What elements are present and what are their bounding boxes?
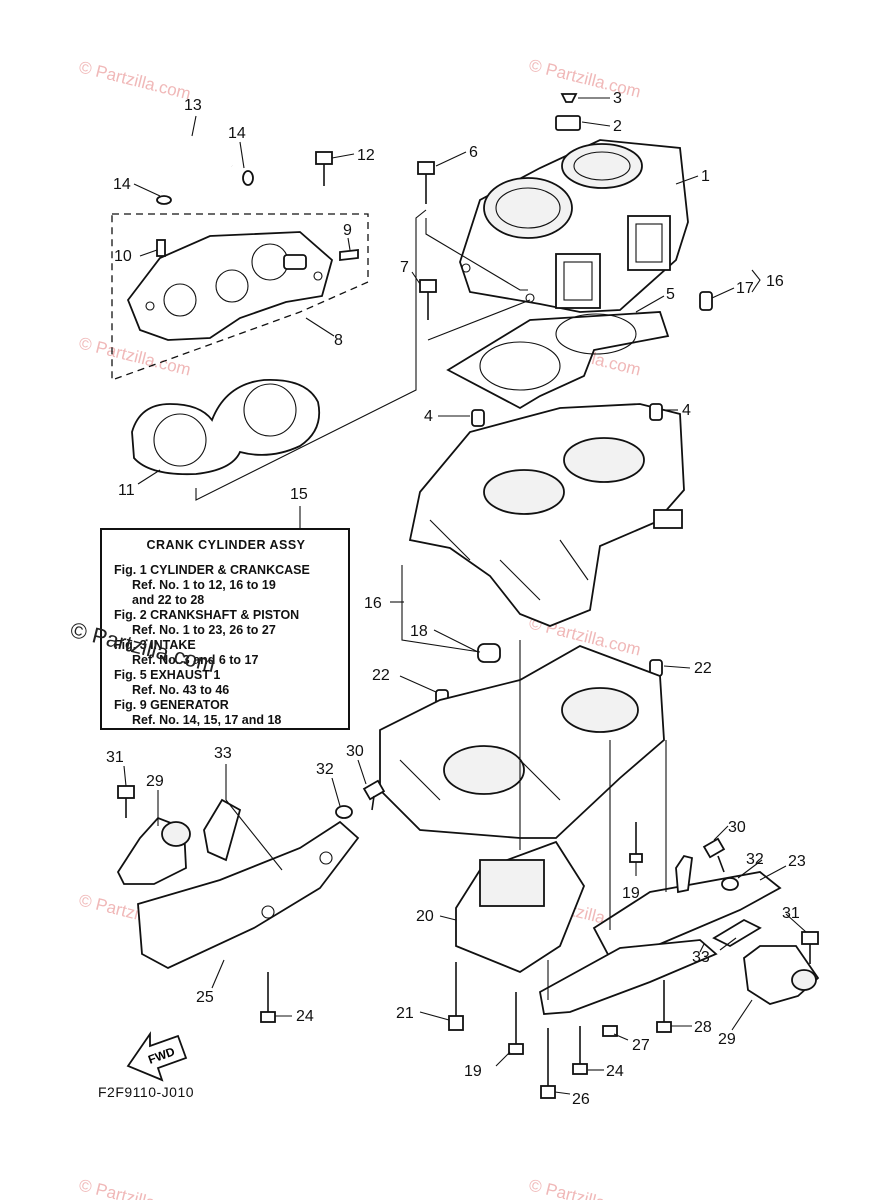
dowel-18 — [477, 643, 501, 663]
callout-5: 5 — [666, 286, 675, 303]
callout-24: 24 — [296, 1008, 314, 1025]
callout-9: 9 — [343, 222, 352, 239]
callout-13: 13 — [184, 97, 202, 114]
generator-bracket-20 — [455, 840, 586, 974]
callout-1: 1 — [701, 168, 710, 185]
watermark: © Partzilla.com — [77, 1175, 193, 1200]
info-fig-line: Fig. 1 CYLINDER & CRANKCASE — [114, 563, 310, 577]
callout-20: 20 — [416, 908, 434, 925]
callout-4: 4 — [424, 408, 433, 425]
info-ref-line: Ref. No. 3 and 6 to 17 — [132, 653, 259, 667]
callout-33: 33 — [692, 949, 710, 966]
watermark: © Partzilla.com — [527, 1175, 643, 1200]
callout-6: 6 — [469, 144, 478, 161]
crankcase-lower — [379, 645, 665, 839]
dowel-17 — [699, 291, 713, 311]
assembly-outline-8 — [111, 213, 369, 381]
callout-15: 15 — [290, 486, 308, 503]
callout-32: 32 — [746, 851, 764, 868]
callout-16: 16 — [364, 595, 382, 612]
callout-30: 30 — [728, 819, 746, 836]
watermark: © Partzilla.com — [77, 57, 193, 103]
callout-26: 26 — [572, 1091, 590, 1108]
callout-29: 29 — [146, 773, 164, 790]
info-ref-line: Ref. No. 1 to 23, 26 to 27 — [132, 623, 276, 637]
callout-4: 4 — [682, 402, 691, 419]
info-box-title: CRANK CYLINDER ASSY — [146, 538, 306, 552]
callout-8: 8 — [334, 332, 343, 349]
callout-29: 29 — [718, 1031, 736, 1048]
washer-32-right — [721, 877, 739, 891]
callout-14: 14 — [228, 125, 246, 142]
part-2 — [555, 115, 581, 131]
rubber-mount-29-left — [116, 816, 191, 885]
callout-32: 32 — [316, 761, 334, 778]
callout-23: 23 — [788, 853, 806, 870]
callout-22: 22 — [694, 660, 712, 677]
info-fig-line: Fig. 3 INTAKE — [114, 638, 196, 652]
info-ref-line: Ref. No. 1 to 12, 16 to 19 — [132, 578, 276, 592]
callout-2: 2 — [613, 118, 622, 135]
fwd-arrow: FWD — [126, 1031, 188, 1082]
callout-33: 33 — [214, 745, 232, 762]
info-ref-line: Ref. No. 14, 15, 17 and 18 — [132, 713, 282, 727]
watermark: © Partzilla.com — [527, 55, 643, 101]
clip-33-left — [203, 798, 242, 862]
info-fig-line: Fig. 5 EXHAUST 1 — [114, 668, 221, 682]
leader-lines — [123, 97, 807, 1095]
callout-28: 28 — [694, 1019, 712, 1036]
bolts — [117, 151, 819, 1099]
screw-3 — [560, 93, 578, 103]
washer-32-left — [335, 805, 353, 819]
clip-33-right — [712, 918, 762, 948]
dowel-4b — [649, 403, 663, 421]
info-fig-line: Fig. 2 CRANKSHAFT & PISTON — [114, 608, 300, 622]
info-ref-line: and 22 to 28 — [132, 593, 205, 607]
callout-10: 10 — [114, 248, 132, 265]
callout-25: 25 — [196, 989, 214, 1006]
callout-18: 18 — [410, 623, 428, 640]
callout-7: 7 — [400, 259, 409, 276]
engine-mount-25 — [137, 820, 360, 970]
callout-3: 3 — [613, 90, 622, 107]
callouts: 1 2 3 4 4 5 6 7 8 9 10 11 12 13 14 14 15… — [106, 90, 806, 1108]
alignment-lines — [195, 209, 667, 1000]
info-ref-line: Ref. No. 43 to 46 — [132, 683, 230, 697]
diagram-code: F2F9110-J010 — [98, 1084, 195, 1100]
callout-12: 12 — [357, 147, 375, 164]
callout-24: 24 — [606, 1063, 624, 1080]
rubber-mount-29-right — [743, 945, 820, 1005]
callout-31: 31 — [106, 749, 124, 766]
callout-16: 16 — [766, 273, 784, 290]
callout-14: 14 — [113, 176, 131, 193]
dowel-4a — [471, 409, 485, 427]
callout-21: 21 — [396, 1005, 414, 1022]
intake-cover-8 — [126, 231, 359, 341]
gasket-5 — [446, 311, 670, 410]
callout-11: 11 — [118, 482, 135, 499]
callout-22: 22 — [372, 667, 390, 684]
assembly-info-box: CRANK CYLINDER ASSY Fig. 1 CYLINDER & CR… — [100, 528, 350, 730]
gasket-11 — [131, 378, 321, 476]
hose-13 — [156, 136, 254, 205]
callout-30: 30 — [346, 743, 364, 760]
info-fig-line: Fig. 9 GENERATOR — [114, 698, 229, 712]
callout-17: 17 — [736, 280, 754, 297]
callout-19: 19 — [622, 885, 640, 902]
crankcase-upper — [408, 403, 685, 627]
cylinder-block-1 — [459, 139, 689, 313]
engine-mount-23 — [538, 854, 782, 1015]
callout-27: 27 — [632, 1037, 650, 1054]
callout-31: 31 — [782, 905, 800, 922]
callout-19: 19 — [464, 1063, 482, 1080]
